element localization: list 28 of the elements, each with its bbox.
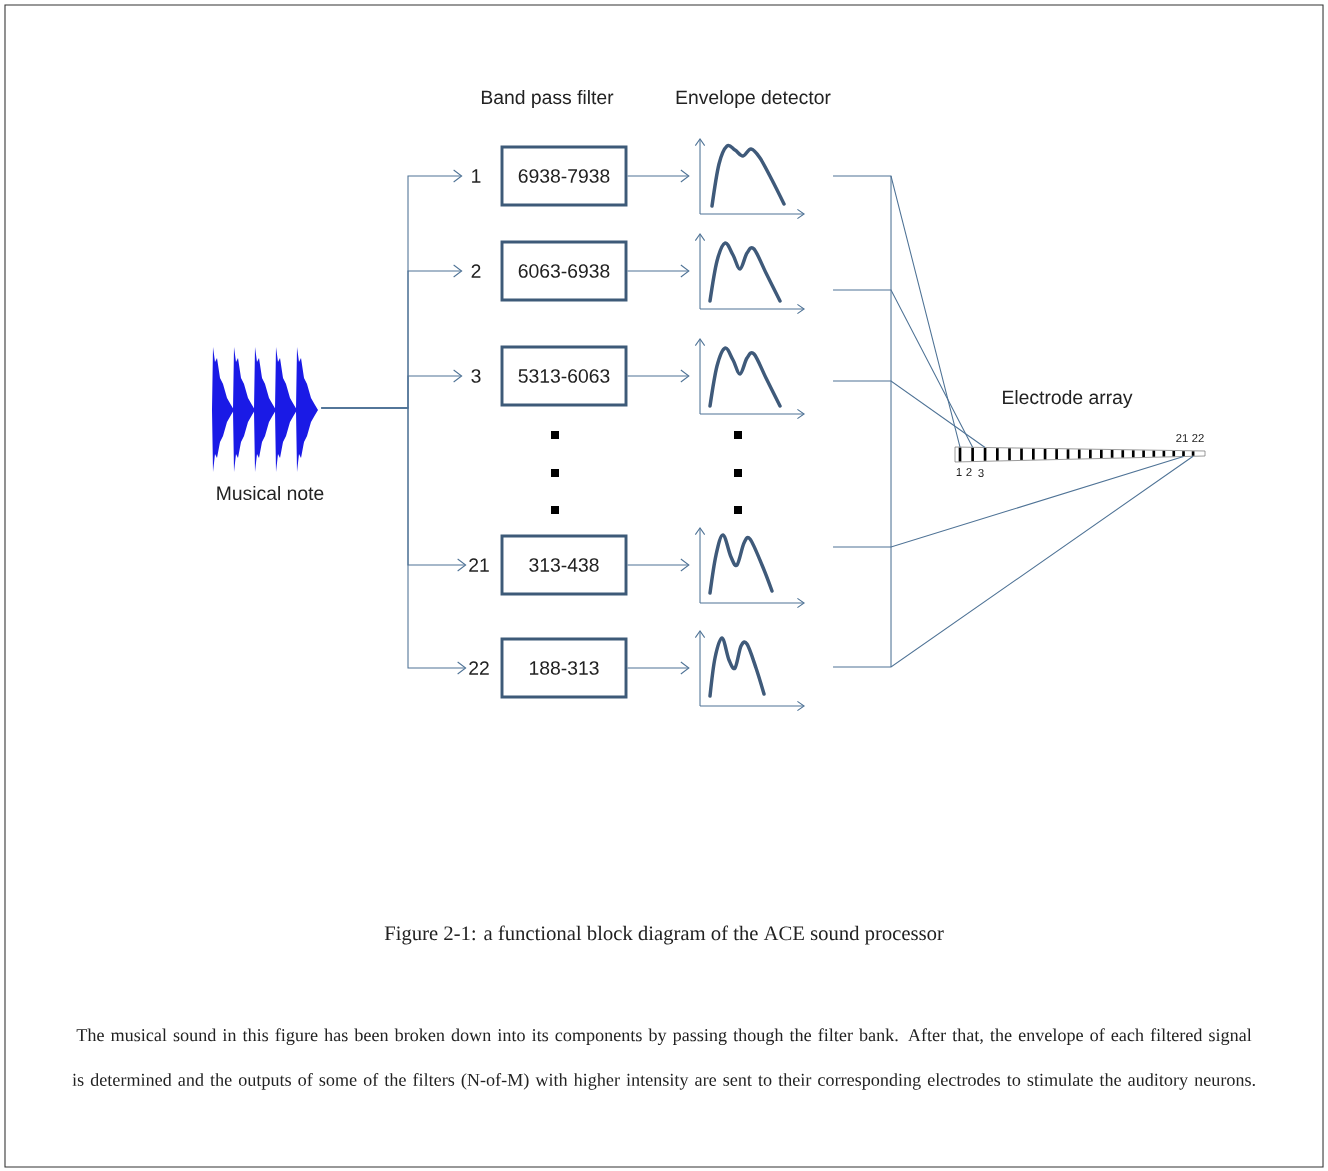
filter-box: 313-438 bbox=[500, 534, 628, 596]
node-label: Electrode array bbox=[1003, 390, 1133, 408]
node-label: Musical note bbox=[217, 485, 324, 501]
envelope-graph bbox=[694, 138, 805, 220]
arrow bbox=[320, 407, 467, 675]
edge-label: 3 bbox=[469, 367, 483, 385]
arrow bbox=[626, 264, 690, 278]
electrode-array-drawing bbox=[954, 446, 1206, 463]
arrow bbox=[626, 369, 690, 383]
arrow bbox=[626, 661, 690, 675]
figure-caption: Figure 2-1: a functional block diagram of the ACE sound processor bbox=[384, 925, 944, 945]
envelope-graph bbox=[694, 233, 805, 315]
edge-label: 2 bbox=[469, 262, 483, 280]
filter-box: 6938-7938 bbox=[500, 145, 628, 207]
arrow bbox=[626, 558, 690, 572]
envelope-graph bbox=[694, 338, 805, 420]
label-text: Band pass filter bbox=[481, 90, 614, 108]
label-text: Envelope detector bbox=[676, 90, 831, 108]
envelope-graph bbox=[694, 527, 805, 609]
edge-label: 1 bbox=[469, 168, 483, 184]
filter-box: 188-313 bbox=[500, 637, 628, 699]
edge-label: 21 bbox=[466, 556, 492, 574]
arrow bbox=[626, 169, 690, 183]
description-paragraph: The musical sound in this figure has been broken down into its components by passing though the filter bank. After that, the envelope of each filtered signal is determined and the outputs of some of the filters (N-of-M) with higher intensity are sent to their corresponding electrodes to stimulate the auditory neurons. bbox=[72, 1028, 1255, 1090]
edge-label: 22 bbox=[466, 659, 492, 677]
envelope-graph bbox=[694, 630, 805, 712]
filter-box: 5313-6063 bbox=[500, 345, 628, 407]
filter-box: 6063-6938 bbox=[500, 240, 628, 302]
